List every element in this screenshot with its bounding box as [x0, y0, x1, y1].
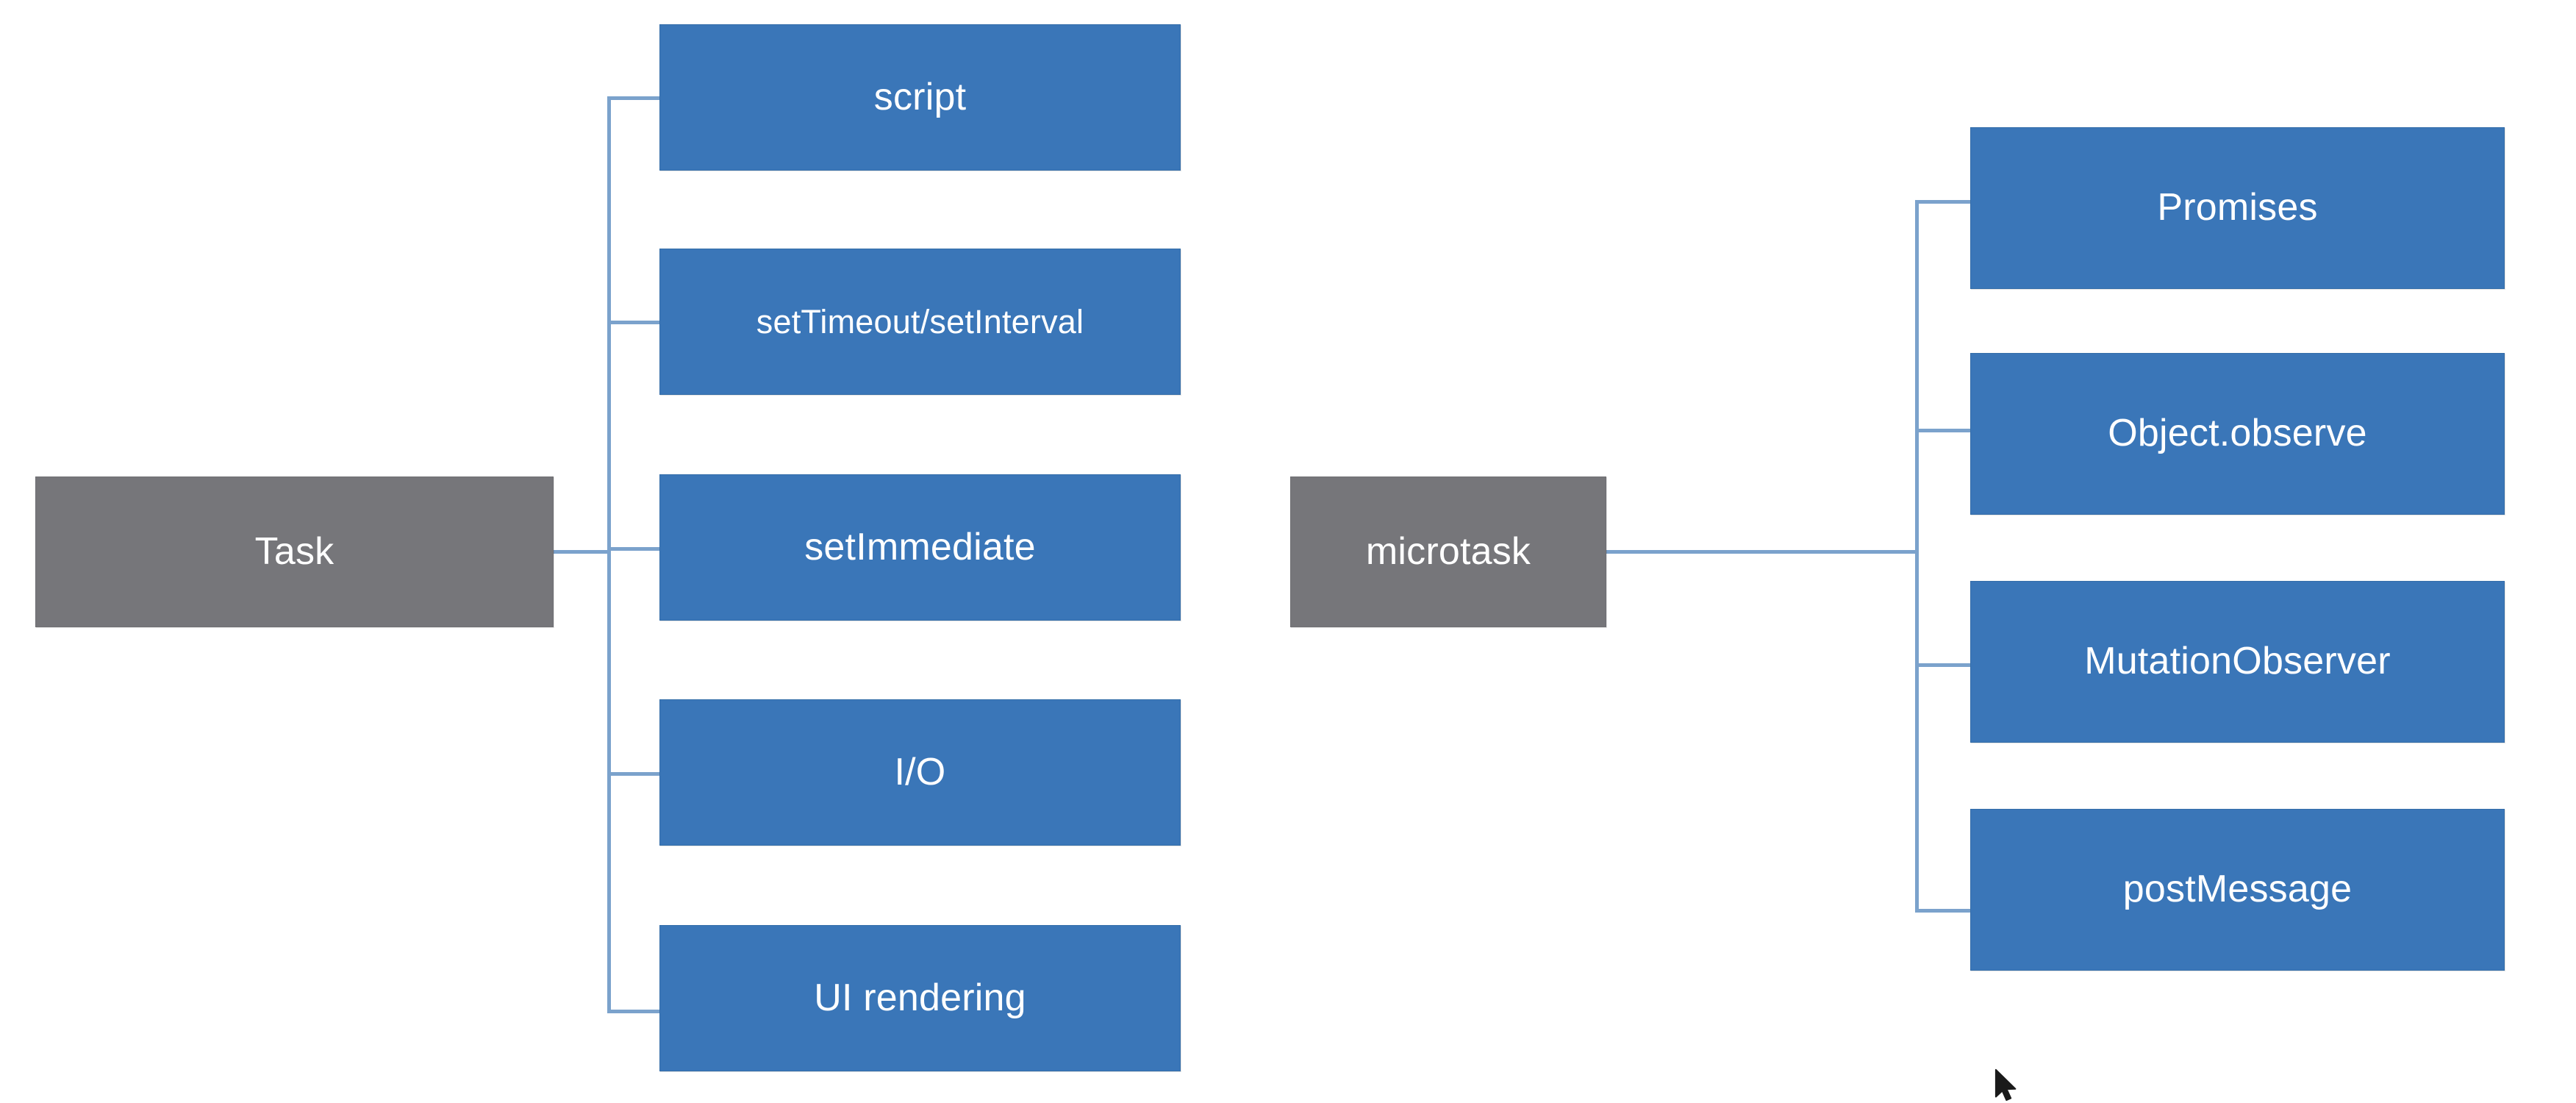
node-label: Task	[254, 529, 334, 573]
node-microtask-root[interactable]: microtask	[1290, 476, 1606, 627]
node-task-child-io[interactable]: I/O	[659, 699, 1181, 846]
connector-microtask-branch-3	[1915, 663, 1972, 667]
node-microtask-child-promises[interactable]: Promises	[1970, 127, 2505, 289]
mouse-cursor-icon	[1994, 1068, 2019, 1103]
connector-task-trunk	[607, 96, 611, 1013]
node-label: script	[873, 75, 967, 118]
node-task-root[interactable]: Task	[35, 476, 554, 627]
node-label: Object.observe	[2108, 412, 2367, 455]
node-label: Promises	[2157, 186, 2318, 229]
node-label: I/O	[894, 750, 946, 793]
node-label: postMessage	[2122, 868, 2353, 911]
node-task-child-setimmediate[interactable]: setImmediate	[659, 474, 1181, 621]
connector-task-branch-1	[607, 96, 662, 100]
node-label: MutationObserver	[2084, 640, 2391, 683]
node-label: UI rendering	[814, 976, 1026, 1019]
node-label: microtask	[1365, 529, 1531, 573]
connector-task-branch-2	[607, 321, 662, 324]
connector-microtask-root-stub	[1606, 550, 1919, 554]
node-microtask-child-postmessage[interactable]: postMessage	[1970, 809, 2505, 971]
connector-task-branch-3	[607, 547, 662, 551]
connector-task-root-stub	[554, 550, 611, 554]
node-label: setImmediate	[804, 525, 1036, 568]
connector-microtask-trunk	[1915, 200, 1919, 913]
connector-task-branch-4	[607, 772, 662, 776]
node-task-child-script[interactable]: script	[659, 24, 1181, 171]
connector-microtask-branch-1	[1915, 200, 1972, 204]
node-microtask-child-object-observe[interactable]: Object.observe	[1970, 353, 2505, 515]
node-label: setTimeout/setInterval	[756, 302, 1084, 340]
connector-microtask-branch-4	[1915, 909, 1972, 913]
node-task-child-settimeout-setinterval[interactable]: setTimeout/setInterval	[659, 249, 1181, 395]
node-microtask-child-mutationobserver[interactable]: MutationObserver	[1970, 581, 2505, 743]
connector-task-branch-5	[607, 1010, 662, 1013]
connector-microtask-branch-2	[1915, 429, 1972, 432]
node-task-child-ui-rendering[interactable]: UI rendering	[659, 925, 1181, 1071]
